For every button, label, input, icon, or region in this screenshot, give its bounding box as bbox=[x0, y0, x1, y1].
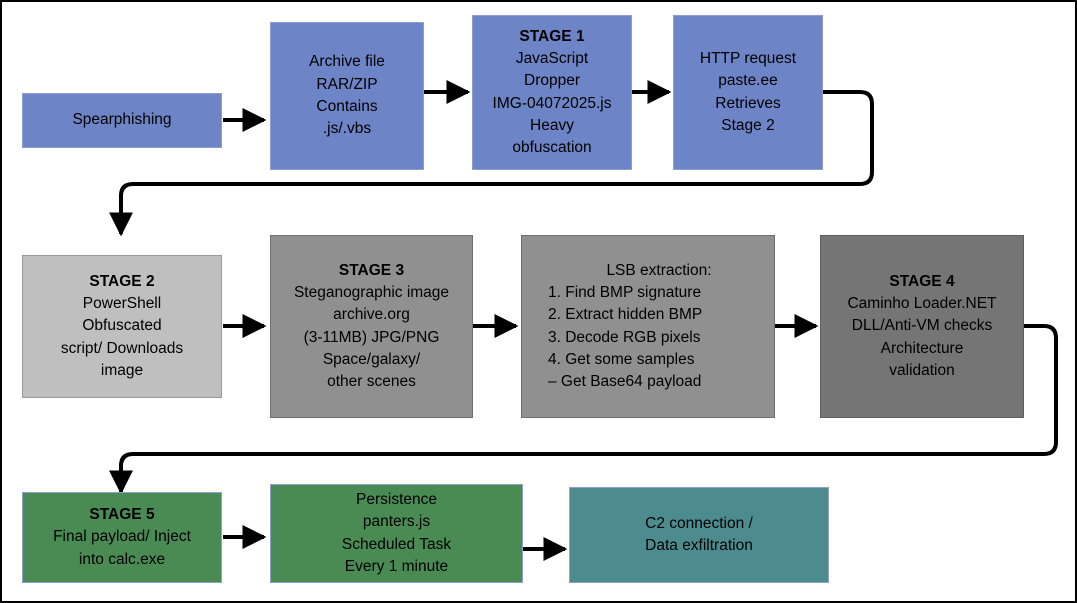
node-line: Obfuscated bbox=[82, 317, 162, 335]
node-line: STAGE 2 bbox=[89, 272, 155, 290]
node-archive-file[interactable]: Archive file RAR/ZIP Contains .js/.vbs bbox=[270, 22, 424, 170]
node-c2-connection[interactable]: C2 connection / Data exfiltration bbox=[569, 487, 829, 583]
node-line: LSB extraction: bbox=[606, 261, 712, 279]
node-line: paste.ee bbox=[718, 72, 778, 90]
node-stage-1[interactable]: STAGE 1 JavaScript Dropper IMG-04072025.… bbox=[472, 15, 632, 170]
node-line: IMG-04072025.js bbox=[492, 94, 612, 112]
node-line: Stage 2 bbox=[721, 116, 775, 134]
node-line: Caminho Loader.NET bbox=[847, 295, 997, 313]
node-line: obfuscation bbox=[512, 139, 592, 157]
node-line: .js/.vbs bbox=[322, 120, 372, 138]
node-line: 4. Get some samples bbox=[548, 350, 695, 368]
node-line: 2. Extract hidden BMP bbox=[548, 306, 703, 324]
node-line: archive.org bbox=[333, 306, 410, 324]
node-line: script/ Downloads bbox=[60, 339, 184, 357]
node-line: Data exfiltration bbox=[645, 537, 753, 554]
node-line: validation bbox=[889, 361, 955, 379]
node-line: Steganographic image bbox=[293, 283, 450, 301]
node-line: Contains bbox=[316, 98, 378, 115]
node-stage-3[interactable]: STAGE 3 Steganographic image archive.org… bbox=[270, 235, 473, 418]
node-line: Archive file bbox=[309, 53, 385, 71]
node-stage-2[interactable]: STAGE 2 PowerShell Obfuscated script/ Do… bbox=[22, 255, 222, 398]
node-line: RAR/ZIP bbox=[316, 75, 378, 93]
node-line: JavaScript bbox=[515, 49, 589, 67]
node-http-request[interactable]: HTTP request paste.ee Retrieves Stage 2 bbox=[673, 15, 823, 170]
node-stage-5[interactable]: STAGE 5 Final payload/ Inject into calc.… bbox=[22, 492, 222, 583]
node-persistence[interactable]: Persistence panters.js Scheduled Task Ev… bbox=[270, 484, 523, 583]
node-line: DLL/Anti-VM checks bbox=[851, 317, 993, 335]
node-line: STAGE 3 bbox=[338, 261, 405, 279]
node-line: STAGE 1 bbox=[519, 27, 585, 45]
node-line: Dropper bbox=[524, 72, 580, 90]
node-line: HTTP request bbox=[699, 49, 797, 67]
node-line: 1. Find BMP signature bbox=[548, 283, 702, 301]
node-line: 3. Decode RGB pixels bbox=[548, 328, 701, 346]
node-line: STAGE 5 bbox=[89, 506, 155, 524]
node-line: image bbox=[100, 361, 144, 379]
node-line: Scheduled Task bbox=[341, 535, 452, 553]
node-line: other scenes bbox=[327, 373, 416, 391]
node-line: C2 connection / bbox=[645, 514, 753, 532]
node-line: – Get Base64 payload bbox=[548, 373, 702, 391]
node-line: Spearphishing bbox=[72, 111, 172, 129]
node-line: PowerShell bbox=[82, 295, 162, 313]
node-line: Final payload/ Inject bbox=[53, 528, 191, 546]
node-line: Persistence bbox=[356, 490, 437, 508]
node-line: (3-11MB) JPG/PNG bbox=[303, 328, 440, 346]
node-lsb-extraction[interactable]: LSB extraction: 1. Find BMP signature 2.… bbox=[521, 235, 775, 418]
node-line: Architecture bbox=[880, 339, 964, 357]
node-line: into calc.exe bbox=[78, 550, 166, 568]
node-line: Heavy bbox=[530, 116, 574, 134]
node-line: STAGE 4 bbox=[889, 272, 955, 290]
node-stage-4[interactable]: STAGE 4 Caminho Loader.NET DLL/Anti-VM c… bbox=[820, 235, 1024, 418]
node-line: panters.js bbox=[362, 513, 431, 531]
node-spearphishing[interactable]: Spearphishing bbox=[22, 93, 222, 148]
node-line: Every 1 minute bbox=[344, 557, 449, 575]
node-line: Space/galaxy/ bbox=[322, 350, 421, 368]
node-line: Retrieves bbox=[715, 94, 781, 112]
